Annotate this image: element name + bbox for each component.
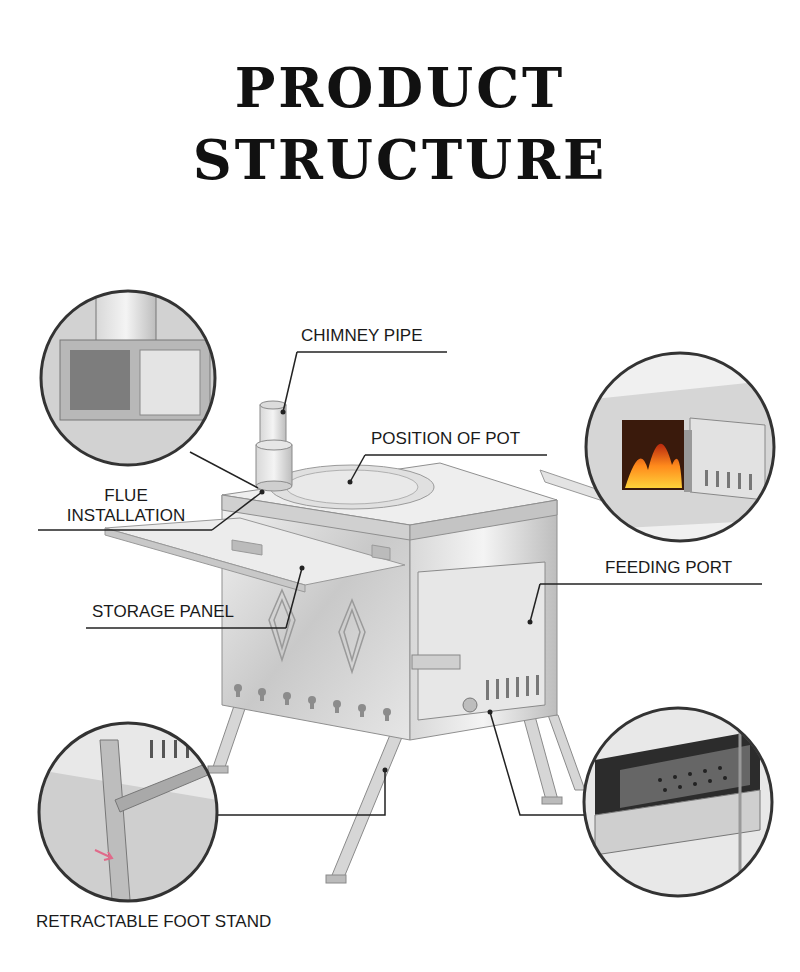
- body-decoration: [269, 590, 365, 672]
- storage-panel: [105, 518, 405, 592]
- part-label: RETRACTABLE FOOT STAND: [36, 912, 271, 932]
- part-label: POSITION OF POT: [371, 429, 520, 449]
- detail-circle-foot: [38, 722, 218, 902]
- detail-circle-feeding-port: [585, 352, 775, 542]
- door: [412, 562, 545, 720]
- part-label: CHIMNEY PIPE: [301, 326, 423, 346]
- air-vents: [234, 684, 391, 721]
- leader-dots: [260, 410, 533, 773]
- part-label: STORAGE PANEL: [92, 602, 234, 622]
- stove-body: [222, 463, 557, 740]
- part-label: FEEDING PORT: [605, 558, 732, 578]
- leader-lines: [38, 352, 762, 815]
- detail-circle-grate: [584, 700, 775, 900]
- chimney-pipe: [256, 401, 292, 491]
- detail-circle-flue: [40, 290, 220, 470]
- page-title: PRODUCT STRUCTURE: [150, 52, 650, 196]
- part-label: FLUE INSTALLATION: [46, 486, 206, 526]
